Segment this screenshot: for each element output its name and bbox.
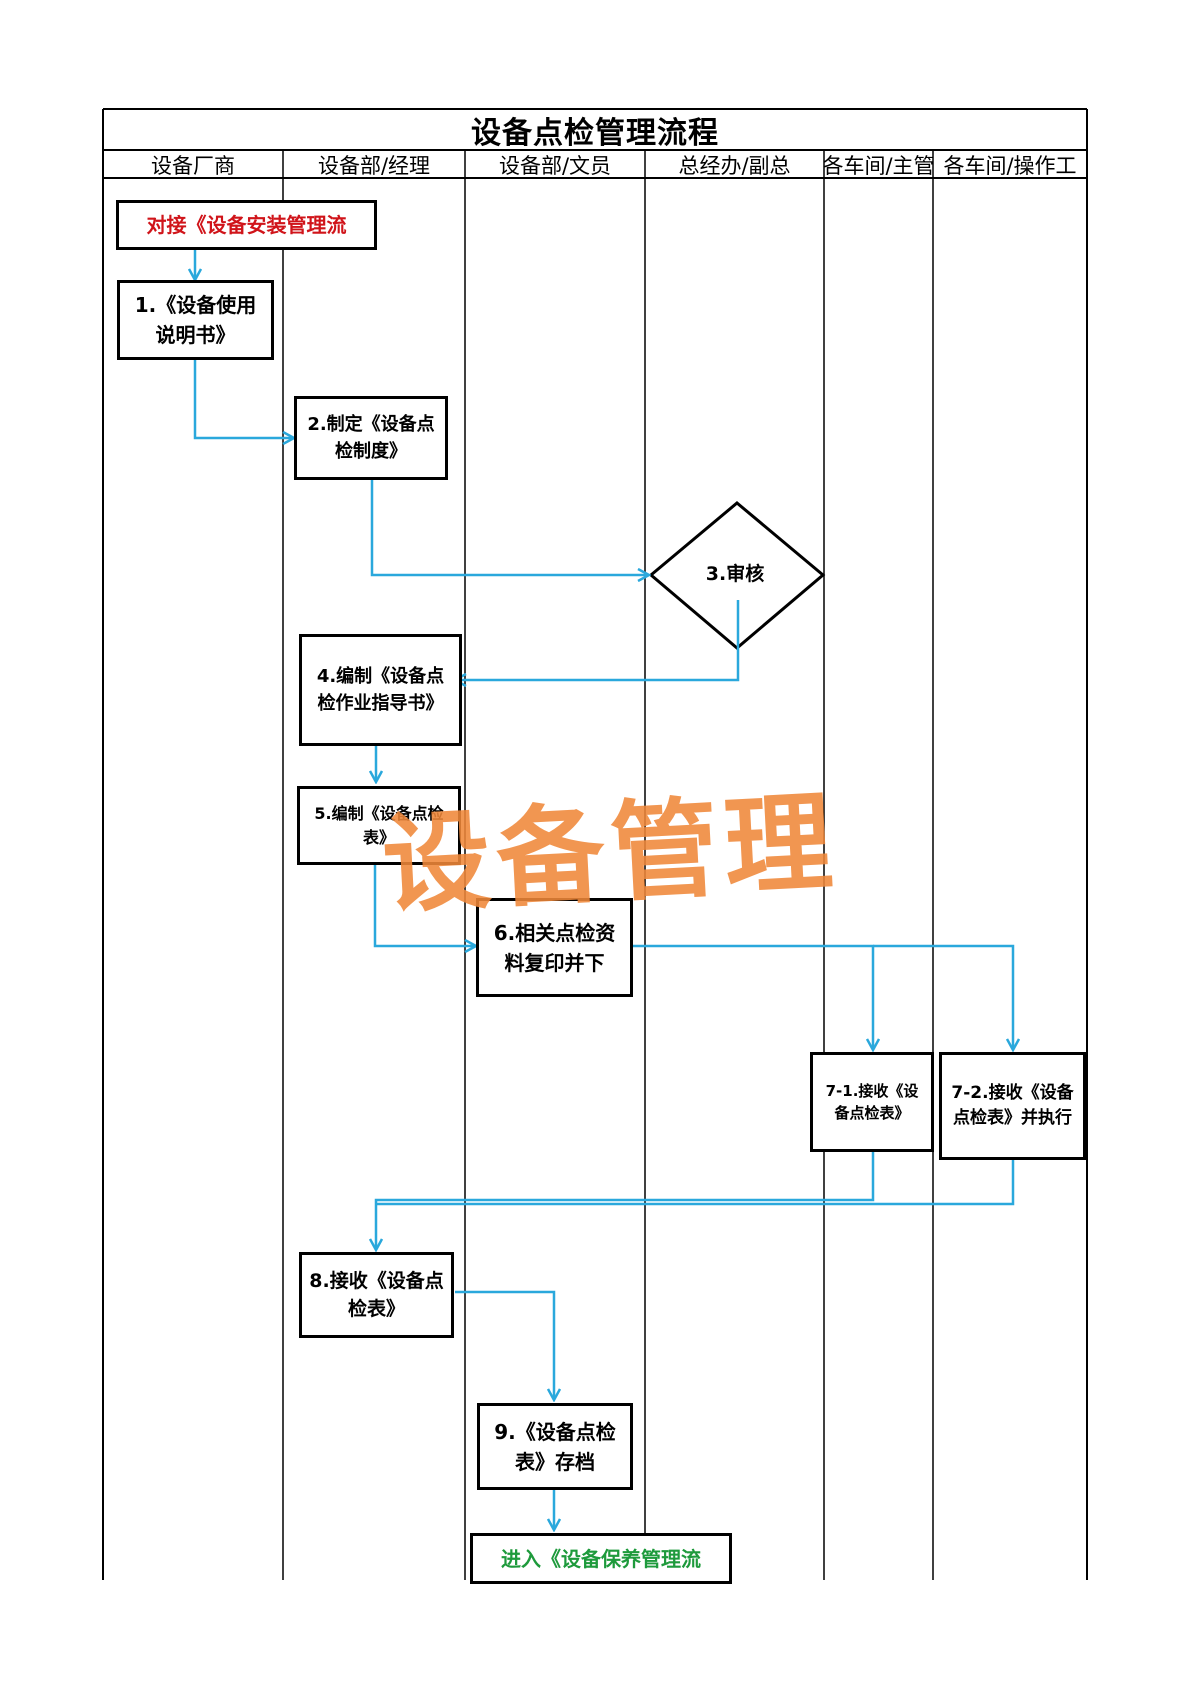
lane-header-workshop-supervisor: 各车间/主管 [824,153,933,178]
step5-box[interactable]: 5.编制《设备点检表》 [297,786,461,865]
page-title: 设备点检管理流程 [471,116,719,151]
step3-label: 3.审核 [705,563,765,586]
step2-box[interactable]: 2.制定《设备点检制度》 [294,396,448,480]
arrow-step5-to-step6 [373,855,476,946]
arrow-step6-to-step7-1 [632,944,873,1050]
arrow-step6-to-step7-2 [873,944,1013,1050]
arrow-step2-to-step3 [370,480,649,575]
start-node[interactable]: 对接《设备安装管理流 [116,200,377,250]
step1-box[interactable]: 1.《设备使用说明书》 [117,280,274,360]
end-node[interactable]: 进入《设备保养管理流 [470,1533,732,1584]
step7-1-box[interactable]: 7-1.接收《设备点检表》 [810,1052,934,1152]
lane-header-vendor: 设备厂商 [151,153,235,178]
lane-dividers [282,150,934,1580]
lane-header-general-manager: 总经办/副总 [678,153,791,178]
arrow-step8-to-step9 [455,1290,554,1400]
line-step7-2-merge [376,1160,1015,1206]
lane-header-equipment-manager: 设备部/经理 [317,153,431,178]
arrow-step1-to-step2 [193,360,294,438]
table-frame [102,108,1088,1580]
arrow-step3-to-step4 [455,600,740,680]
connectors [195,250,1013,1530]
step4-box[interactable]: 4.编制《设备点检作业指导书》 [299,634,462,746]
lane-header-workshop-operator: 各车间/操作工 [943,153,1077,178]
lane-header-equipment-clerk: 设备部/文员 [498,153,612,178]
step8-box[interactable]: 8.接收《设备点检表》 [299,1252,454,1338]
arrow-step7-1-to-step8 [376,1152,875,1250]
step9-box[interactable]: 9.《设备点检表》存档 [477,1403,633,1490]
step6-box[interactable]: 6.相关点检资料复印并下 [476,898,633,997]
step7-2-box[interactable]: 7-2.接收《设备点检表》并执行 [939,1052,1086,1160]
